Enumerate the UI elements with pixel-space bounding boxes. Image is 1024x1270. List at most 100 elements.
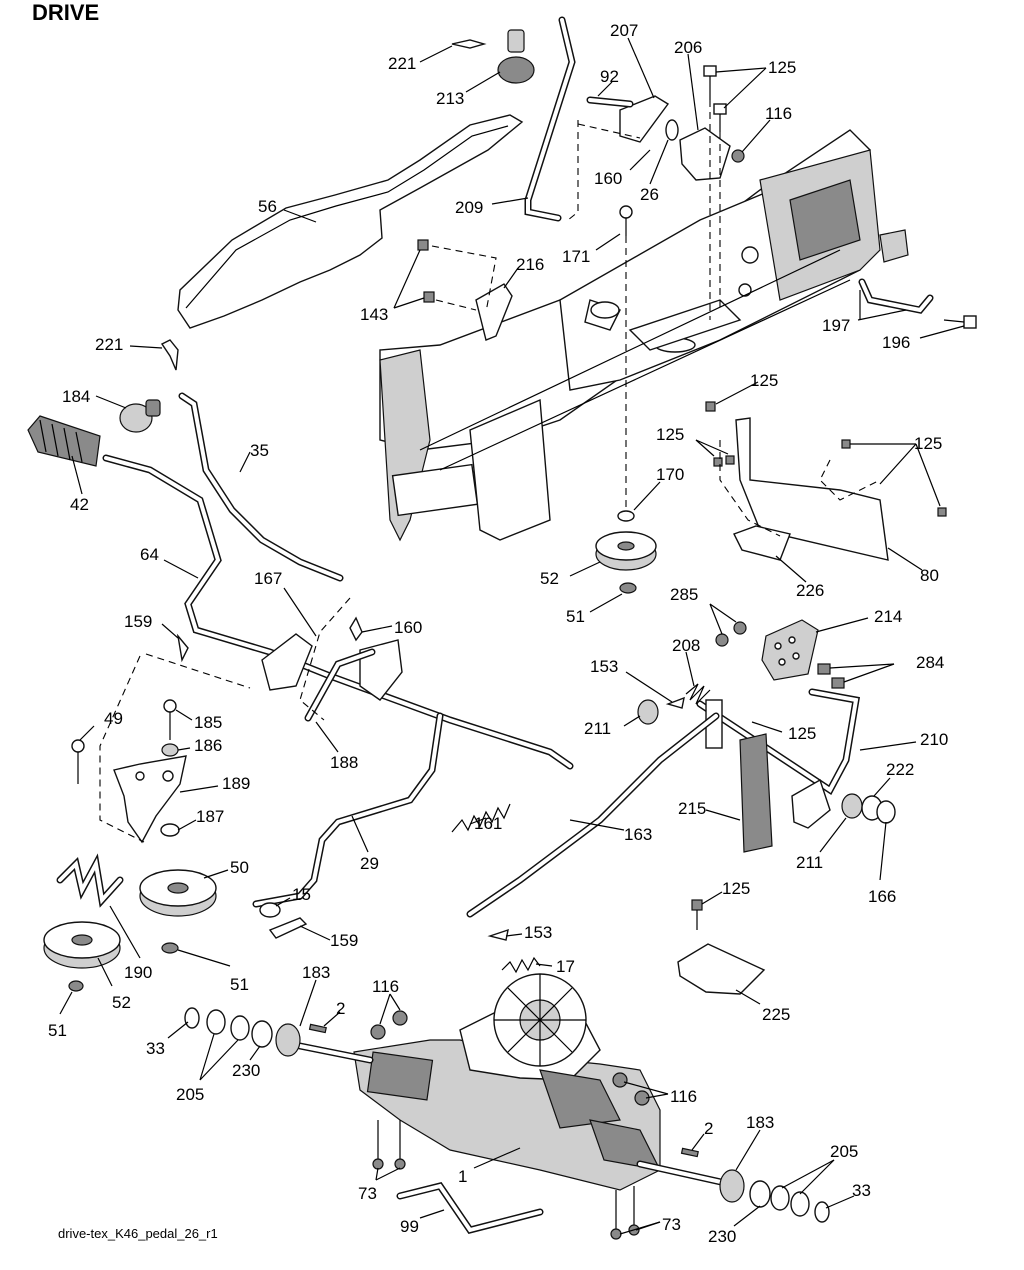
callout-160-a: 160 [594,169,622,188]
part-50-pulley [139,869,217,917]
part-284-clips [817,663,845,689]
callout-188: 188 [330,753,358,772]
part-210-pedal-shaft [696,688,861,829]
callout-49: 49 [104,709,123,728]
part-206-plate [679,127,731,181]
callout-222: 222 [886,760,914,779]
part-205-washers-left [206,1009,250,1041]
part-216-bracket [475,283,513,341]
part-190-arm [56,853,124,908]
part-33-clip-left [184,1007,200,1029]
part-207-bracket [619,95,670,143]
part-230-washer-left [251,1020,273,1048]
leader-lines [59,37,965,1235]
part-64-lever [102,454,574,770]
callout-2-a: 2 [336,999,345,1018]
callout-225: 225 [762,1005,790,1024]
part-205-washers-right [770,1185,810,1217]
callout-196: 196 [882,333,910,352]
callout-116-c: 116 [670,1087,697,1106]
callout-52-a: 52 [540,569,559,588]
part-73-bolts-right [610,1186,640,1240]
callout-116-a: 116 [765,104,792,123]
callout-214: 214 [874,607,902,626]
callout-221-b: 221 [95,335,123,354]
part-185-bolt [163,699,177,740]
part-15-washer [259,902,281,918]
callout-190: 190 [124,963,152,982]
callout-221-a: 221 [388,54,416,73]
callout-33-a: 33 [146,1039,165,1058]
callout-125-c: 125 [656,425,684,444]
part-159-pin-mid [176,633,189,663]
part-125-bolts-top [703,65,727,132]
callout-116-b: 116 [372,977,399,996]
part-213-knob [497,29,535,84]
callout-15: 15 [292,885,311,904]
callout-51-b: 51 [230,975,249,994]
callout-216: 216 [516,255,544,274]
callout-51-c: 51 [48,1021,67,1040]
part-35-cable [178,392,344,582]
callout-210: 210 [920,730,948,749]
callout-215: 215 [678,799,706,818]
part-51-nut-left [68,980,84,992]
part-143-bolts [417,239,435,303]
part-171-bolt [619,205,633,236]
callout-125-a: 125 [768,58,796,77]
callout-226: 226 [796,581,824,600]
part-186-bushing [161,743,179,757]
part-167-bracket [261,633,403,701]
callout-230-a: 230 [232,1061,260,1080]
callout-99: 99 [400,1217,419,1236]
callout-184: 184 [62,387,90,406]
callout-159-b: 159 [330,931,358,950]
part-183-bushing-left [275,1023,301,1057]
part-2-key-right [680,1147,699,1158]
callout-171: 171 [562,247,590,266]
part-51-nut-right [619,582,637,594]
callout-26: 26 [640,185,659,204]
part-80-cover [735,417,889,561]
part-215-pad [739,733,773,853]
part-125-bolt-low [691,899,703,930]
callout-51-a: 51 [566,607,585,626]
part-184-knob [119,399,161,433]
callout-186: 186 [194,736,222,755]
part-56-belt [177,114,524,329]
callout-35: 35 [250,441,269,460]
callout-73-a: 73 [358,1184,377,1203]
callout-73-b: 73 [662,1215,681,1234]
callout-183-b: 183 [746,1113,774,1132]
callout-189: 189 [222,774,250,793]
callout-187: 187 [196,807,224,826]
callout-205-a: 205 [176,1085,204,1104]
part-73-bolts-left [372,1120,406,1170]
part-116-nut-top [731,149,745,163]
callout-143: 143 [360,305,388,324]
callout-153-b: 153 [524,923,552,942]
assembly-dashed-lines [99,100,881,843]
callout-209: 209 [455,198,483,217]
callout-125-f: 125 [722,879,750,898]
part-211-bushing-right [841,793,863,819]
part-183-bushing-right [719,1169,745,1203]
part-159-pin-low [268,917,308,939]
callout-206: 206 [674,38,702,57]
part-116-nuts-right [612,1072,650,1106]
callout-92: 92 [600,67,619,86]
axle-right [636,1160,734,1188]
callout-185: 185 [194,713,222,732]
part-1-transaxle [353,973,662,1191]
diagram-title: DRIVE [32,0,99,25]
part-209-lever-rod [524,16,576,222]
part-221-clip-mid [160,339,179,371]
part-189-plate [113,755,187,844]
callout-64: 64 [140,545,159,564]
part-221-clip-top [451,39,487,49]
part-230-washer-right [749,1180,771,1208]
part-187-washer [160,823,180,837]
part-33-clip-right [814,1201,830,1223]
part-196-bolt [943,315,977,329]
